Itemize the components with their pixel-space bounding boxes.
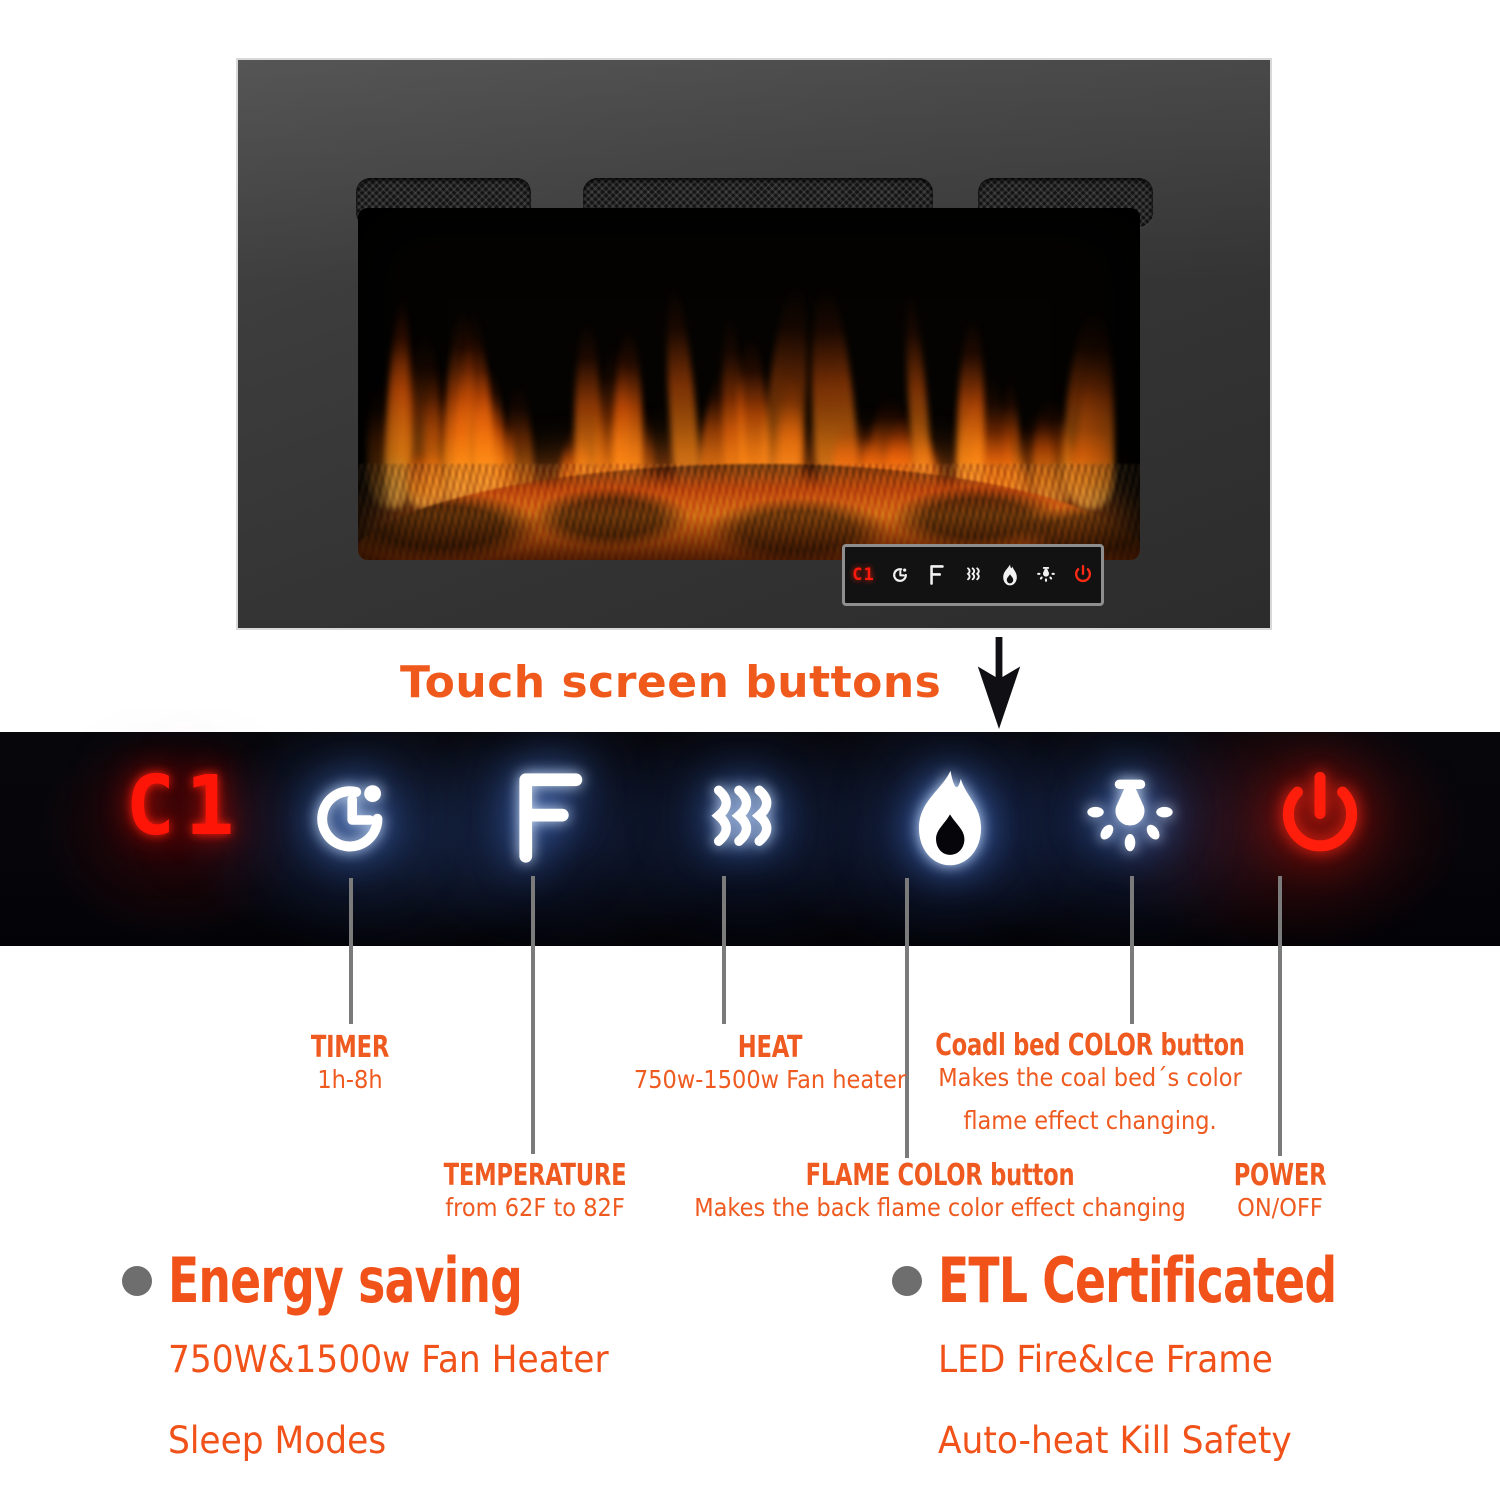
label-flame-color: FLAME COLOR button Makes the back flame … bbox=[645, 1158, 1235, 1222]
label-power-title: POWER bbox=[1233, 1158, 1327, 1193]
feature-title: Energy saving bbox=[168, 1244, 523, 1317]
label-timer: TIMER 1h-8h bbox=[245, 1030, 455, 1094]
label-timer-sub: 1h-8h bbox=[317, 1065, 383, 1094]
product-control-panel[interactable]: C1 bbox=[842, 544, 1104, 606]
heat-waves-icon[interactable] bbox=[962, 563, 984, 587]
feature-line-2: Sleep Modes bbox=[168, 1419, 387, 1462]
leader-line-power bbox=[1278, 876, 1282, 1156]
coal-bed-icon[interactable] bbox=[1035, 563, 1057, 587]
coal-ember-bed bbox=[358, 464, 1140, 560]
feature-energy-saving: Energy saving 750W&1500w Fan Heater Slee… bbox=[122, 1250, 642, 1462]
leader-line-timer bbox=[349, 878, 353, 1024]
feature-line-1: 750W&1500w Fan Heater bbox=[168, 1338, 609, 1381]
heat-waves-icon[interactable] bbox=[680, 758, 800, 878]
label-temperature: TEMPERATURE from 62F to 82F bbox=[340, 1158, 730, 1222]
label-heat-title: HEAT bbox=[737, 1030, 803, 1065]
timer-icon[interactable] bbox=[291, 758, 411, 878]
touch-screen-callout: Touch screen buttons bbox=[400, 651, 1160, 713]
feature-line-1: LED Fire&Ice Frame bbox=[938, 1338, 1273, 1381]
label-flame-color-sub: Makes the back flame color effect changi… bbox=[694, 1193, 1186, 1222]
led-display: C1 bbox=[125, 758, 245, 854]
label-timer-title: TIMER bbox=[310, 1030, 390, 1065]
label-coal-color-title: Coadl bed COLOR button bbox=[935, 1028, 1245, 1063]
bullet-dot-icon bbox=[892, 1266, 922, 1296]
product-led-display: C1 bbox=[852, 565, 875, 585]
callout-heading-text: Touch screen buttons bbox=[400, 656, 942, 708]
product-photo: C1 bbox=[236, 58, 1272, 630]
flame-icon[interactable] bbox=[999, 563, 1021, 587]
leader-line-temperature bbox=[531, 876, 535, 1154]
leader-line-flame-color bbox=[905, 878, 909, 1158]
label-coal-color: Coadl bed COLOR button Makes the coal be… bbox=[880, 1028, 1300, 1135]
control-panel-closeup bbox=[0, 732, 1500, 946]
label-flame-color-title: FLAME COLOR button bbox=[805, 1158, 1075, 1193]
label-temperature-sub: from 62F to 82F bbox=[445, 1193, 625, 1222]
label-coal-color-sub1: Makes the coal bed´s color bbox=[938, 1063, 1242, 1092]
down-arrow-icon bbox=[975, 637, 1023, 729]
label-temperature-title: TEMPERATURE bbox=[443, 1158, 627, 1193]
feature-title: ETL Certificated bbox=[938, 1244, 1337, 1317]
flame-icon[interactable] bbox=[890, 758, 1010, 878]
fahrenheit-icon[interactable] bbox=[490, 758, 610, 878]
coal-bed-icon[interactable] bbox=[1070, 758, 1190, 878]
feature-line-2: Auto-heat Kill Safety bbox=[938, 1419, 1292, 1462]
label-heat-sub: 750w-1500w Fan heater bbox=[633, 1065, 907, 1094]
fireplace-bezel: C1 bbox=[236, 58, 1272, 630]
timer-icon[interactable] bbox=[889, 563, 911, 587]
feature-etl-certificated: ETL Certificated LED Fire&Ice Frame Auto… bbox=[892, 1250, 1424, 1462]
label-power-sub: ON/OFF bbox=[1237, 1193, 1323, 1222]
leader-line-coal-color bbox=[1130, 876, 1134, 1024]
bullet-dot-icon bbox=[122, 1266, 152, 1296]
power-icon[interactable] bbox=[1260, 758, 1380, 878]
fahrenheit-icon[interactable] bbox=[926, 563, 948, 587]
feature-heading: ETL Certificated bbox=[892, 1250, 1424, 1312]
leader-line-heat bbox=[722, 876, 726, 1024]
feature-heading: Energy saving bbox=[122, 1250, 642, 1312]
label-heat: HEAT 750w-1500w Fan heater bbox=[560, 1030, 980, 1094]
firebox-window bbox=[358, 208, 1140, 560]
label-power: POWER ON/OFF bbox=[1180, 1158, 1380, 1222]
power-icon[interactable] bbox=[1072, 563, 1094, 587]
label-coal-color-sub2: flame effect changing. bbox=[963, 1106, 1217, 1135]
